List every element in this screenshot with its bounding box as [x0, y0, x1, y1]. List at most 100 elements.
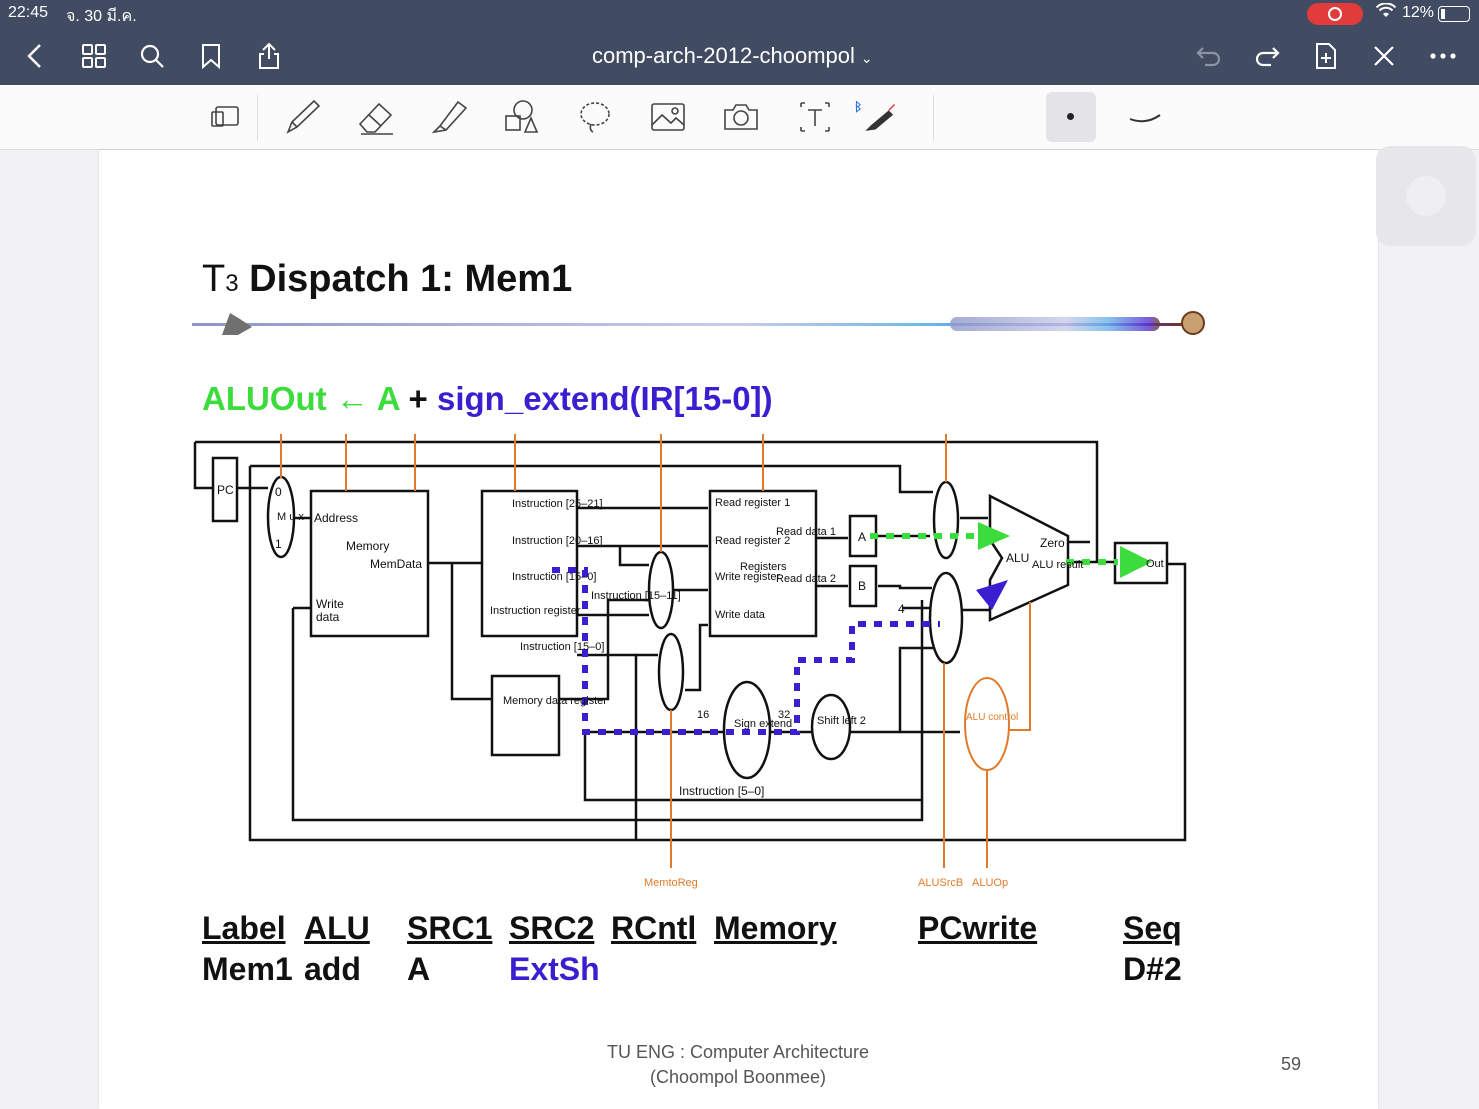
status-bar: 22:45 จ. 30 มี.ค. 12%	[0, 0, 1479, 28]
aluout-label: Out	[1146, 558, 1164, 570]
back-icon[interactable]	[17, 38, 53, 74]
instr-15-0-label: Instruction [15–0]	[512, 571, 596, 583]
redo-icon[interactable]	[1249, 38, 1285, 74]
grid-icon[interactable]	[76, 38, 112, 74]
add-page-icon[interactable]	[1308, 38, 1344, 74]
status-time: 22:45	[8, 4, 49, 21]
more-icon[interactable]	[1425, 38, 1461, 74]
register-file	[708, 489, 818, 638]
mux-memtoreg	[657, 632, 685, 712]
title-main: Dispatch 1: Mem1	[249, 258, 573, 300]
read-data2-label: Read data 2	[776, 573, 836, 585]
shift-left-label: Shift left 2	[817, 715, 866, 727]
alusrcb-label: ALUSrcB	[918, 877, 963, 889]
page-view-icon[interactable]	[203, 97, 247, 137]
col-memory: Memory	[714, 910, 837, 946]
undo-icon[interactable]	[1191, 38, 1227, 74]
document-title[interactable]: comp-arch-2012-choompol⌄	[592, 43, 873, 68]
col-src2: SRC2	[509, 910, 595, 946]
close-icon[interactable]	[1366, 38, 1402, 74]
search-icon[interactable]	[134, 38, 170, 74]
drawing-toolbar	[0, 85, 1479, 150]
instr-20-16-label: Instruction [20–16]	[512, 535, 603, 547]
rtl-equation: ALUOut ← A + sign_extend(IR[15-0])	[202, 380, 773, 418]
mux-alusrcb	[928, 571, 964, 665]
mux-label: 1	[275, 537, 282, 551]
screen-record-icon[interactable]	[1307, 3, 1363, 25]
aluop-label: ALUOp	[972, 877, 1008, 889]
write-reg-label: Write register	[715, 571, 781, 583]
lasso-icon[interactable]	[573, 97, 617, 137]
reg-b-label: B	[858, 579, 866, 593]
shapes-icon[interactable]	[499, 97, 543, 137]
title-subscript: 3	[225, 270, 239, 297]
memory-label: Memory	[346, 539, 389, 553]
image-icon[interactable]	[646, 97, 690, 137]
footer-course: TU ENG : Computer Architecture	[606, 1042, 870, 1062]
n16-label: 16	[697, 709, 709, 721]
address-label: Address	[314, 511, 358, 525]
instr-5-0-label: Instruction [5–0]	[679, 784, 764, 798]
read-reg2-label: Read register 2	[715, 535, 790, 547]
slide-title: T3 Dispatch 1: Mem1	[202, 258, 572, 301]
register-b	[848, 564, 878, 608]
cell-alu: add	[304, 951, 361, 987]
pc-label: PC	[217, 483, 234, 497]
data-label: data	[316, 610, 340, 624]
read-reg1-label: Read register 1	[715, 497, 790, 509]
pen-size-selector[interactable]	[1046, 92, 1096, 142]
scroll-handle[interactable]	[1376, 146, 1476, 246]
instr-reg-label: Instruction register	[490, 605, 581, 617]
eraser-icon[interactable]	[354, 97, 398, 137]
status-date: จ. 30 มี.ค.	[66, 8, 137, 25]
cell-label: Mem1	[202, 951, 293, 987]
bluetooth-pen-icon[interactable]	[855, 97, 899, 137]
sign-extend-label: Sign extend	[734, 718, 792, 730]
instr-15-11-label: Instruction [15–11]	[591, 590, 681, 602]
shift-left-unit	[810, 693, 852, 761]
mux-label: M u x	[277, 511, 304, 523]
highlighter-icon[interactable]	[427, 97, 471, 137]
stroke-style-icon[interactable]	[1124, 97, 1168, 137]
mdr-label: Memory data register	[503, 695, 607, 707]
rocket-icon	[222, 313, 252, 335]
eq-plus: +	[408, 380, 428, 417]
instruction-register	[480, 489, 579, 638]
satellite-icon	[1181, 311, 1205, 335]
footer-author: (Choompol Boonmee)	[649, 1067, 827, 1087]
reg-a-label: A	[858, 530, 866, 544]
camera-icon[interactable]	[719, 97, 763, 137]
toolbar-divider	[257, 95, 258, 141]
alu-result-label: ALU result	[1032, 559, 1083, 571]
write-data-label: Write data	[715, 609, 766, 621]
battery-icon	[1438, 6, 1470, 22]
four-label: 4	[898, 602, 905, 616]
col-alu: ALU	[304, 910, 370, 946]
text-tool-icon[interactable]	[793, 97, 837, 137]
page-number: 59	[1281, 1054, 1302, 1074]
title-underline-graphic	[192, 311, 1205, 335]
wifi-icon	[1375, 2, 1397, 24]
cell-src1: A	[407, 951, 431, 987]
registers-label: Registers	[740, 561, 787, 573]
slide-footer: TU ENG : Computer Architecture (Choompol…	[560, 1040, 916, 1090]
share-icon[interactable]	[251, 38, 287, 74]
read-data1-label: Read data 1	[776, 526, 836, 538]
alu-control-label: ALU control	[966, 712, 1018, 723]
eq-lhs: ALUOut	[202, 380, 327, 417]
col-label: Label	[202, 910, 286, 946]
pen-icon[interactable]	[280, 97, 324, 137]
bookmark-icon[interactable]	[193, 38, 229, 74]
col-rcntl: RCntl	[611, 910, 697, 946]
cell-src2: ExtSh	[509, 951, 600, 987]
chevron-down-icon: ⌄	[860, 50, 873, 66]
memory-unit	[309, 489, 430, 638]
zero-label: Zero	[1040, 536, 1065, 550]
mux-label: 0	[275, 485, 282, 499]
battery-percent: 12%	[1402, 4, 1435, 21]
n32-label: 32	[778, 709, 790, 721]
eq-a: A	[376, 380, 400, 417]
col-src1: SRC1	[407, 910, 493, 946]
alu-label: ALU	[1006, 551, 1029, 565]
